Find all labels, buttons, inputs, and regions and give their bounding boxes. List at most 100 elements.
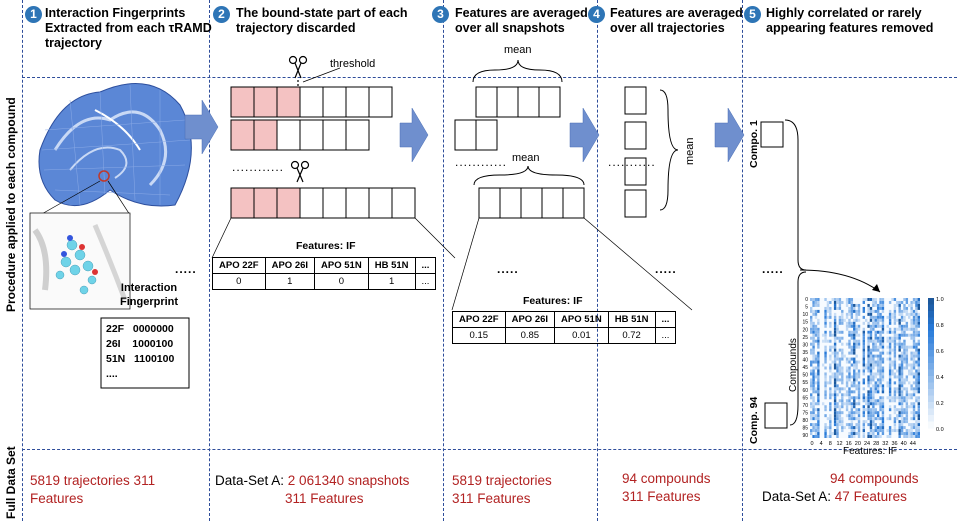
heatmap-cell [912, 387, 916, 391]
heatmap-cell [836, 420, 839, 424]
heatmap-cell [867, 303, 870, 307]
heatmap-cell [869, 315, 873, 319]
heatmap-cell [869, 402, 873, 406]
heatmap-cell [850, 303, 854, 307]
heatmap-cell [905, 387, 909, 391]
heatmap-cell [905, 402, 909, 406]
heatmap-cell [896, 390, 899, 394]
heatmap-cell [817, 372, 820, 376]
heatmap-cell [915, 318, 918, 322]
heatmap-cell [915, 348, 918, 352]
heatmap-cell [848, 300, 851, 304]
heatmap-cell [824, 381, 827, 385]
heatmap-cell [872, 300, 875, 304]
heatmap-cell [881, 300, 885, 304]
heatmap-cell [829, 402, 832, 406]
heatmap-cell [817, 423, 820, 427]
dataset-col2: Data-Set A: 2 061340 snapshots 311 Featu… [215, 473, 410, 506]
heatmap-cell [848, 298, 851, 301]
heatmap-cell [896, 333, 899, 337]
heatmap-cell [872, 423, 875, 427]
heatmap-cell [824, 387, 827, 391]
heatmap-cell [862, 396, 865, 400]
heatmap-cell [848, 330, 851, 334]
heatmap-cell [848, 378, 851, 382]
heatmap-cell [855, 363, 858, 367]
heatmap-cell [881, 366, 885, 370]
heatmap-cell [869, 372, 873, 376]
heatmap-cell [867, 396, 870, 400]
heatmap-cell [869, 420, 873, 424]
heatmap-cell [814, 402, 818, 406]
heatmap-cell [867, 378, 870, 382]
heatmap-cell [900, 363, 904, 367]
heatmap-cell [912, 321, 916, 325]
dataset-divider [22, 449, 957, 450]
heatmap-cell [910, 306, 913, 310]
compound-94-box [764, 402, 788, 429]
heatmap-cell [915, 381, 918, 385]
heatmap-cell [912, 402, 916, 406]
heatmap-cell [862, 357, 865, 361]
heatmap-cell [898, 357, 901, 361]
heatmap-cell [862, 327, 865, 331]
heatmap-cell [874, 417, 877, 421]
heatmap-cell [850, 357, 854, 361]
heatmap-cell [824, 354, 827, 358]
heatmap-cell [814, 298, 818, 301]
heatmap-cell [848, 396, 851, 400]
heatmap-cell [898, 312, 901, 316]
heatmap-cell [900, 417, 904, 421]
heatmap-cell [812, 387, 815, 391]
heatmap-cell [817, 369, 820, 373]
heatmap-cell [848, 414, 851, 418]
heatmap-cell [865, 402, 868, 406]
heatmap-cell [817, 351, 820, 355]
heatmap-cell [812, 360, 815, 364]
heatmap-cell [915, 420, 918, 424]
heatmap-cell [833, 330, 837, 334]
heatmap-cell [912, 318, 916, 322]
heatmap-cell [903, 408, 906, 412]
heatmap-cell [881, 432, 885, 436]
heatmap-cell [814, 435, 818, 438]
heatmap-cell [838, 372, 842, 376]
heatmap-cell [857, 309, 861, 313]
heatmap-cell [910, 405, 913, 409]
heatmap-cell [900, 300, 904, 304]
heatmap-cell [836, 378, 839, 382]
heatmap-cell [829, 378, 832, 382]
heatmap-cell [829, 324, 832, 328]
heatmap-cell [912, 414, 916, 418]
heatmap-cell [857, 327, 861, 331]
heatmap-cell [838, 405, 842, 409]
heatmap-cell [857, 423, 861, 427]
heatmap-cell [836, 366, 839, 370]
fingerprint-more: .... [106, 368, 118, 380]
heatmap-cell [872, 408, 875, 412]
heatmap-cell [850, 298, 854, 301]
heatmap-cell [893, 399, 897, 403]
heatmap-cell [879, 426, 882, 430]
heatmap-cell [862, 372, 865, 376]
colorbar-segment [928, 395, 934, 403]
heatmap-cell [879, 300, 882, 304]
heatmap-cell [898, 399, 901, 403]
colorbar-segment [928, 363, 934, 370]
heatmap-cell [862, 432, 865, 436]
heatmap-cell [857, 390, 861, 394]
heatmap-cell [836, 411, 839, 415]
heatmap-cell [893, 357, 897, 361]
heatmap-x-tick: 40 [901, 441, 907, 447]
heatmap-cell [869, 417, 873, 421]
heatmap-cell [867, 339, 870, 343]
heatmap-cell [910, 387, 913, 391]
heatmap-cell [867, 330, 870, 334]
heatmap-cell [893, 387, 897, 391]
heatmap-cell [814, 429, 818, 433]
heatmap-cell [881, 390, 885, 394]
heatmap-cell [838, 363, 842, 367]
fingerprint-list: 22F 0000000 26I 1000100 51N 1100100 .... [106, 322, 174, 382]
